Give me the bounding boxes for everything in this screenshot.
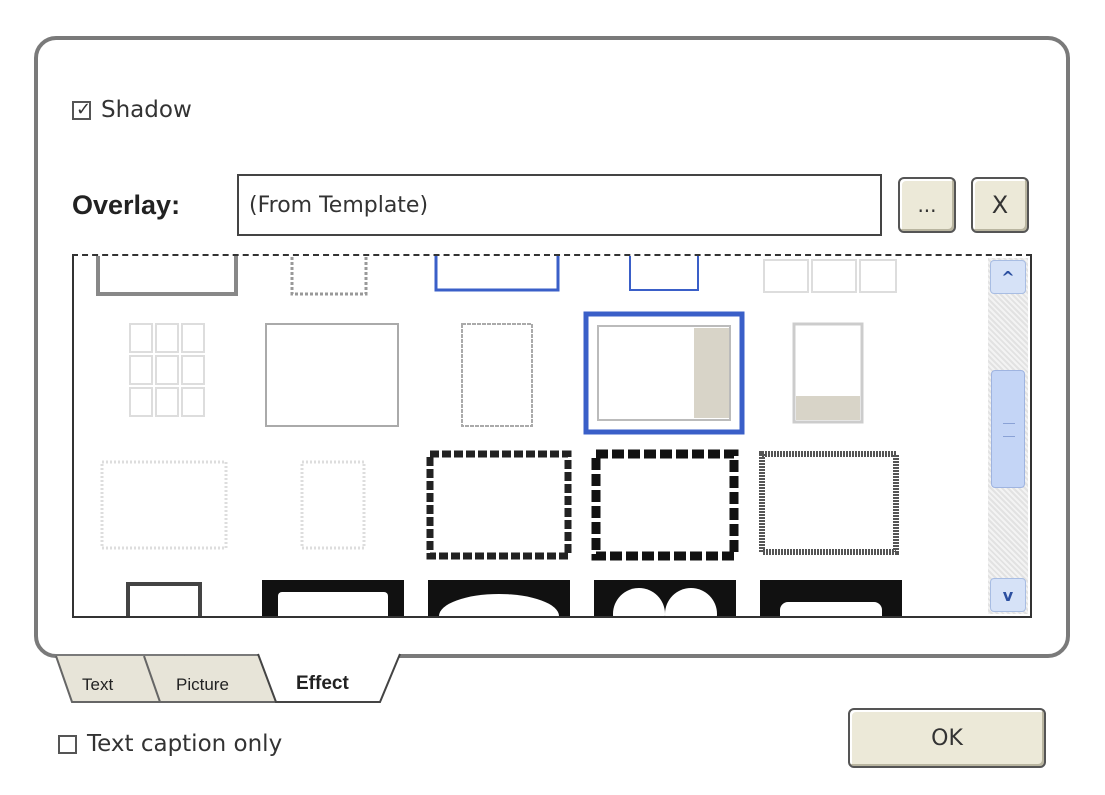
frame-thumb[interactable] [126, 582, 202, 616]
shadow-label: Shadow [101, 97, 192, 123]
frame-thumb[interactable] [426, 450, 572, 560]
frame-thumb[interactable] [300, 460, 366, 550]
frame-thumb[interactable] [461, 323, 533, 427]
text-caption-checkbox-row[interactable]: Text caption only [58, 731, 282, 757]
shadow-checkbox[interactable]: ✓ [72, 98, 92, 120]
frame-thumb[interactable] [759, 451, 899, 555]
close-icon: X [991, 191, 1009, 219]
frame-thumb[interactable] [594, 580, 736, 616]
ok-label: OK [931, 725, 963, 751]
gallery-scrollbar[interactable]: ^ v [988, 258, 1028, 614]
clear-button[interactable]: X [971, 177, 1029, 233]
checkmark-icon: ✓ [76, 98, 92, 120]
grip-icon [1003, 423, 1015, 437]
scroll-up-button[interactable]: ^ [990, 260, 1026, 294]
scroll-down-button[interactable]: v [990, 578, 1026, 612]
frame-gallery[interactable]: ^ v [72, 254, 1032, 618]
frame-thumbnails [96, 256, 902, 616]
frame-thumb[interactable] [763, 259, 897, 293]
frame-thumb[interactable] [96, 256, 238, 296]
overlay-label: Overlay: [72, 190, 181, 220]
frame-thumb[interactable] [290, 256, 368, 296]
ellipsis-icon: ... [917, 193, 937, 217]
shadow-checkbox-row[interactable]: ✓ Shadow [72, 97, 192, 123]
frame-thumb[interactable] [100, 460, 228, 550]
frame-thumb[interactable] [262, 580, 404, 616]
frame-thumb[interactable] [629, 256, 699, 291]
tab-picture[interactable]: Picture [176, 675, 229, 694]
tab-shapes [55, 652, 401, 703]
text-caption-checkbox[interactable] [58, 734, 77, 754]
scroll-thumb[interactable] [991, 370, 1025, 488]
overlay-input[interactable] [237, 174, 882, 236]
frame-thumb[interactable] [434, 256, 560, 292]
frame-thumb[interactable] [265, 323, 399, 427]
text-caption-label: Text caption only [87, 731, 283, 757]
tab-effect[interactable]: Effect [296, 673, 349, 694]
ok-button[interactable]: OK [848, 708, 1046, 768]
frame-thumb[interactable] [591, 449, 739, 561]
chevron-down-icon: v [1002, 585, 1014, 605]
frame-thumb[interactable] [760, 580, 902, 616]
frame-thumb[interactable] [792, 322, 864, 424]
frame-thumb-selected[interactable] [583, 311, 745, 435]
chevron-up-icon: ^ [1001, 267, 1015, 287]
browse-button[interactable]: ... [898, 177, 956, 233]
frame-thumb[interactable] [129, 323, 205, 417]
tab-text[interactable]: Text [82, 675, 114, 694]
frame-thumb[interactable] [428, 580, 570, 616]
